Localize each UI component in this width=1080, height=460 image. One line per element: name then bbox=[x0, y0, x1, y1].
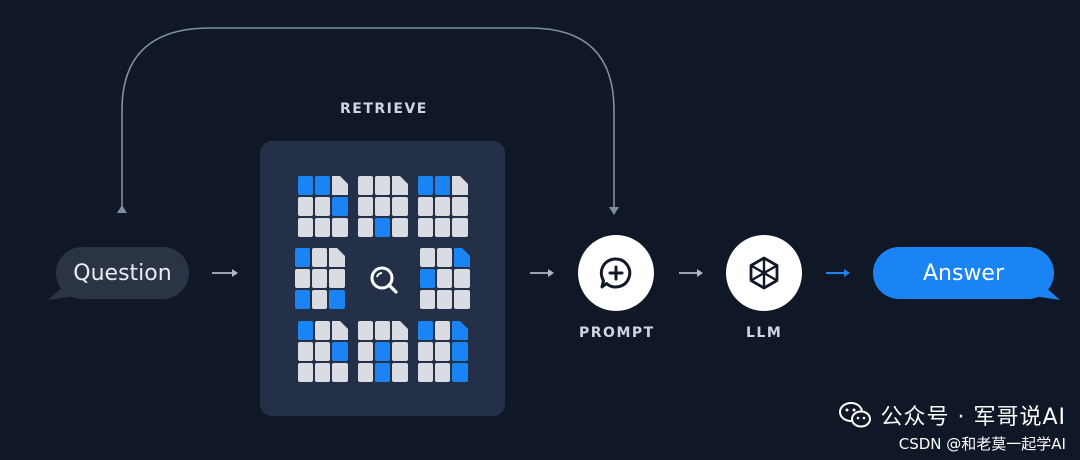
question-bubble: Question bbox=[56, 247, 189, 299]
question-bubble-tail bbox=[48, 286, 76, 300]
watermark-line-1: 公众号 · 军哥说AI bbox=[838, 399, 1066, 431]
prompt-label: PROMPT bbox=[579, 325, 655, 341]
arrow-retrieve-prompt-head bbox=[548, 269, 554, 277]
document-icon bbox=[358, 321, 408, 382]
llm-label: LLM bbox=[746, 325, 783, 341]
watermark-line-2: CSDN @和老莫一起学AI bbox=[898, 435, 1066, 453]
retrieve-label: RETRIEVE bbox=[340, 101, 428, 117]
watermark-account: 公众号 · 军哥说AI bbox=[880, 405, 1066, 430]
document-icon bbox=[298, 176, 348, 237]
hexagon-llm-icon bbox=[749, 256, 779, 290]
arc-start-arrowhead bbox=[117, 205, 127, 213]
watermark: 公众号 · 军哥说AI CSDN @和老莫一起学AI bbox=[838, 399, 1066, 454]
document-icon bbox=[418, 321, 468, 382]
retrieve-panel bbox=[260, 141, 505, 416]
document-icon bbox=[295, 248, 345, 309]
document-icon bbox=[358, 176, 408, 237]
arrow-llm-answer-head bbox=[844, 269, 850, 277]
answer-bubble: Answer bbox=[873, 247, 1054, 299]
document-icon bbox=[420, 248, 470, 309]
llm-node bbox=[726, 235, 802, 311]
wechat-icon bbox=[839, 402, 872, 428]
document-icon bbox=[298, 321, 348, 382]
arrow-question-retrieve-head bbox=[232, 269, 238, 277]
arrow-prompt-llm-head bbox=[697, 269, 703, 277]
document-icon bbox=[418, 176, 468, 237]
document-grid bbox=[295, 176, 470, 382]
prompt-node bbox=[578, 235, 654, 311]
chat-plus-icon bbox=[599, 257, 632, 289]
search-icon bbox=[370, 266, 398, 294]
arc-end-arrowhead bbox=[609, 207, 619, 215]
feedback-arc bbox=[121, 27, 615, 210]
